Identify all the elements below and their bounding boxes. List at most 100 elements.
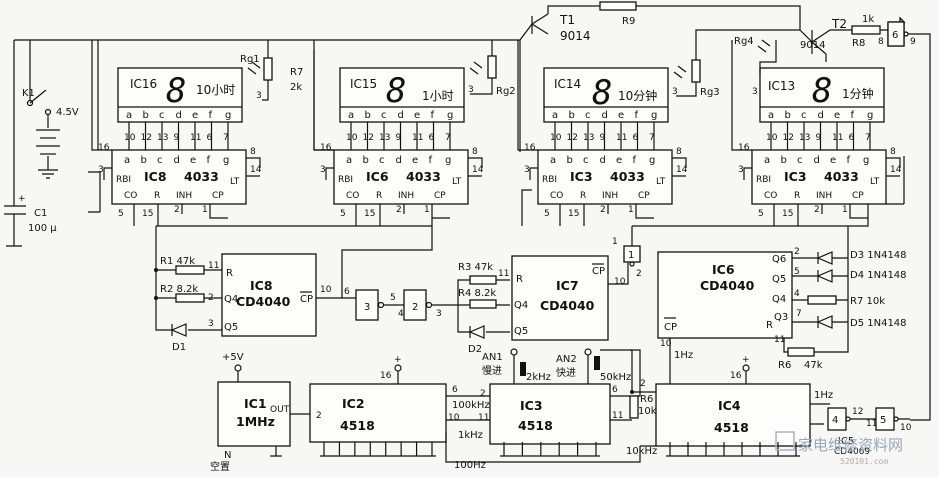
divider-ic3: IC3 4518 100kHz 1kHz 100Hz 6 2 10 11 6 1… xyxy=(445,349,657,471)
divider-part: 4518 xyxy=(714,420,749,435)
segment-letter: g xyxy=(867,110,873,121)
r1-label: R1 47k xyxy=(160,256,195,267)
driver-pin-lt: LT xyxy=(870,177,880,187)
driver-pin-rbi: RBI xyxy=(338,175,353,185)
segment-letter: d xyxy=(398,110,404,121)
segment-pin: 11 xyxy=(616,133,627,143)
d1-label: D1 xyxy=(172,342,186,353)
r7-value: 2k xyxy=(290,82,302,93)
r4-label: R4 8.2k xyxy=(458,288,496,299)
gate-pin: 11 xyxy=(866,419,877,429)
rg2-label: Rg2 xyxy=(496,86,516,97)
c1-value: 100 μ xyxy=(28,223,57,234)
freq-1k-label: 1kHz xyxy=(458,430,483,441)
driver-pin-num: 8 xyxy=(250,147,256,157)
segment-pin: 13 xyxy=(157,133,168,143)
driver-seg-letter: g xyxy=(649,155,655,166)
pin-q4: Q4 xyxy=(772,294,786,305)
svg-text:3: 3 xyxy=(256,91,262,101)
segment-pin: 10 xyxy=(766,133,778,143)
pin-num: 10 xyxy=(660,339,672,349)
driver-seg-letter: b xyxy=(363,155,369,166)
segment-letter: c xyxy=(585,110,591,121)
driver-seg-letter: a xyxy=(764,155,770,166)
buttons: AN1 慢进 2kHz AN2 快进 50kHz 2 xyxy=(482,348,656,394)
svg-text:+: + xyxy=(742,355,750,365)
driver-pin-num: 16 xyxy=(524,143,536,153)
segment-pin: 9 xyxy=(396,133,402,143)
pin-r: R xyxy=(226,268,233,279)
display-id: IC14 xyxy=(554,77,581,91)
segment-pin: 11 xyxy=(190,133,201,143)
driver-label: IC3 xyxy=(570,169,593,184)
gate-pin: 9 xyxy=(910,37,916,47)
display-id: IC13 xyxy=(768,79,795,93)
segment-pin: 6 xyxy=(633,133,639,143)
an1-label: AN1 xyxy=(482,352,503,363)
segment-letter: g xyxy=(651,110,657,121)
divider-ic2: IC2 4518 2 16 + xyxy=(309,355,447,443)
driver-pin-inh: INH xyxy=(176,191,192,201)
watermark-text: 家电维修资料网 xyxy=(798,436,903,454)
driver-seg-letter: e xyxy=(412,155,418,166)
driver-pin-inh: INH xyxy=(398,191,414,201)
driver-pin-num: 3 xyxy=(738,165,744,175)
driver-pin-co: CO xyxy=(550,191,563,201)
counter-part: CD4040 xyxy=(540,298,595,313)
display-digit: 8 xyxy=(592,73,612,113)
gate-chain: 3 2 6 5 4 3 R3 47k R4 8.2k D2 xyxy=(341,226,510,355)
driver-seg-letter: b xyxy=(781,155,787,166)
driver-pin-num: 1 xyxy=(202,205,208,215)
driver-pin-num: 14 xyxy=(250,165,262,175)
segment-pin: 10 xyxy=(124,133,136,143)
r8-value: 1k xyxy=(862,14,874,25)
an1-desc: 慢进 xyxy=(482,365,502,377)
pin-num: 16 xyxy=(730,371,742,381)
segment-pin: 12 xyxy=(783,133,794,143)
pin-q5: Q5 xyxy=(514,326,528,337)
driver-part: 4033 xyxy=(184,169,219,184)
driver-seg-letter: b xyxy=(567,155,573,166)
driver-pin-cp: CP xyxy=(638,191,650,201)
gate-pin: 12 xyxy=(852,407,863,417)
driver-pin-num: 14 xyxy=(890,165,902,175)
pin-q5: Q5 xyxy=(772,274,786,285)
t2-part: 9014 xyxy=(800,40,825,51)
segment-letter: a xyxy=(348,110,354,121)
driver-pin-lt: LT xyxy=(230,177,240,187)
segment-pin: 7 xyxy=(865,133,871,143)
driver-pin-num: 16 xyxy=(98,143,110,153)
segment-letter: b xyxy=(365,110,371,121)
display-id: IC15 xyxy=(350,77,377,91)
pin-num: 10 xyxy=(614,277,626,287)
driver-part: 4033 xyxy=(406,169,441,184)
driver-pin-lt: LT xyxy=(452,177,462,187)
display-caption: 10分钟 xyxy=(618,88,657,103)
segment-pin: 13 xyxy=(379,133,390,143)
segment-pin: 11 xyxy=(832,133,843,143)
segment-letter: e xyxy=(192,110,198,121)
segment-pin: 7 xyxy=(649,133,655,143)
driver-pin-num: 3 xyxy=(524,165,530,175)
segment-pin: 9 xyxy=(600,133,606,143)
gate-2-label: 2 xyxy=(412,302,418,313)
k1-label: K1 xyxy=(22,88,35,99)
driver-pin-num: 2 xyxy=(396,205,402,215)
counter-ic6: IC6 CD4040 Q6 Q5 Q4 R Q3 CP 2 5 4 11 7 D… xyxy=(657,226,907,372)
segment-letter: b xyxy=(143,110,149,121)
driver-seg-letter: c xyxy=(583,155,589,166)
segment-letter: f xyxy=(209,110,213,121)
gate-5-label: 5 xyxy=(880,415,886,426)
pin-num: 2 xyxy=(794,247,800,257)
segment-letter: g xyxy=(225,110,231,121)
power-supply: K1 4.5V + C1 100 μ xyxy=(4,39,520,247)
pin-num: 11 xyxy=(208,261,219,271)
segment-pin: 12 xyxy=(363,133,374,143)
driver-seg-letter: c xyxy=(379,155,385,166)
segment-pin: 12 xyxy=(141,133,152,143)
divider-label: IC3 xyxy=(520,398,543,413)
pin-num: 10 xyxy=(448,413,460,423)
